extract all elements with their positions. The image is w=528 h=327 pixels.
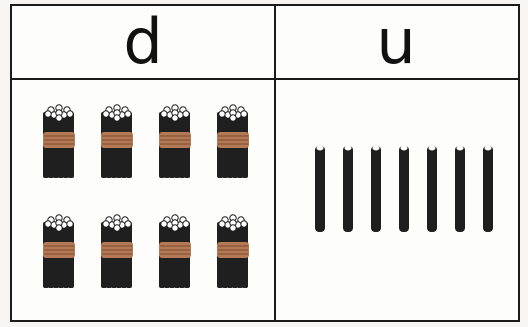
unit-stick — [342, 142, 354, 234]
unit-stick — [426, 142, 438, 234]
bundle-of-ten — [158, 102, 192, 180]
bundle-of-ten — [42, 212, 76, 290]
bundle-of-ten — [100, 212, 134, 290]
tens-cell — [12, 80, 274, 320]
bundle-of-ten — [158, 212, 192, 290]
unit-stick — [454, 142, 466, 234]
units-cell — [276, 80, 518, 320]
bundle-of-ten — [216, 212, 250, 290]
unit-stick — [398, 142, 410, 234]
unit-stick — [482, 142, 494, 234]
unit-stick — [314, 142, 326, 234]
place-value-table: d u — [10, 4, 520, 322]
bundle-of-ten — [216, 102, 250, 180]
bundle-of-ten — [42, 102, 76, 180]
units-header: u — [274, 6, 518, 78]
unit-stick — [370, 142, 382, 234]
bundle-of-ten — [100, 102, 134, 180]
tens-header: d — [12, 6, 274, 78]
